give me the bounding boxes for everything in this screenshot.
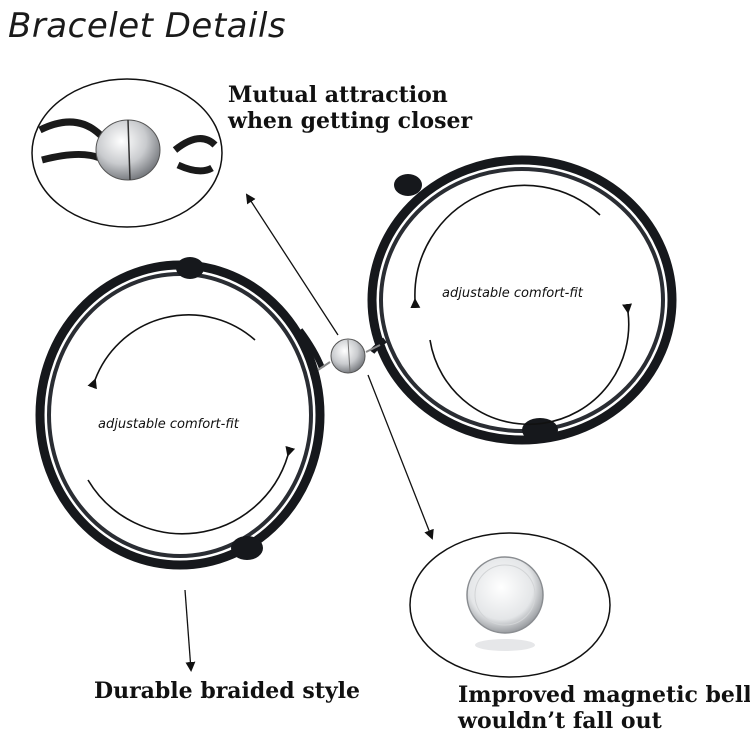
callout-line: wouldn’t fall out — [458, 708, 662, 735]
magnetic-bell-icon — [466, 556, 544, 651]
callout-line: when getting closer — [228, 108, 473, 135]
callout-line: Improved magnetic bells, — [458, 682, 750, 708]
left-bracelet — [35, 257, 325, 570]
right-bracelet — [367, 155, 677, 445]
magnet-clasp-icon — [317, 338, 381, 374]
top-knot — [394, 174, 422, 196]
durable-callout: Durable braided style — [94, 678, 361, 704]
bottom-knot — [231, 536, 263, 560]
magnet-closeup-inset — [31, 78, 223, 228]
bell-arrow — [367, 374, 434, 540]
mutual-arrow — [245, 193, 339, 336]
right-fit-label: adjustable comfort-fit — [442, 286, 583, 301]
improved-bells-callout: Improved magnetic bells, wouldn’t fall o… — [458, 682, 750, 735]
page-title: Bracelet Details — [8, 6, 287, 46]
magnetic-bell-inset — [409, 532, 611, 678]
callout-line: Mutual attraction — [228, 82, 448, 108]
durable-arrow — [184, 589, 196, 672]
left-fit-label: adjustable comfort-fit — [98, 417, 239, 432]
top-knot — [176, 257, 204, 279]
mutual-attraction-callout: Mutual attraction when getting closer — [228, 82, 472, 135]
